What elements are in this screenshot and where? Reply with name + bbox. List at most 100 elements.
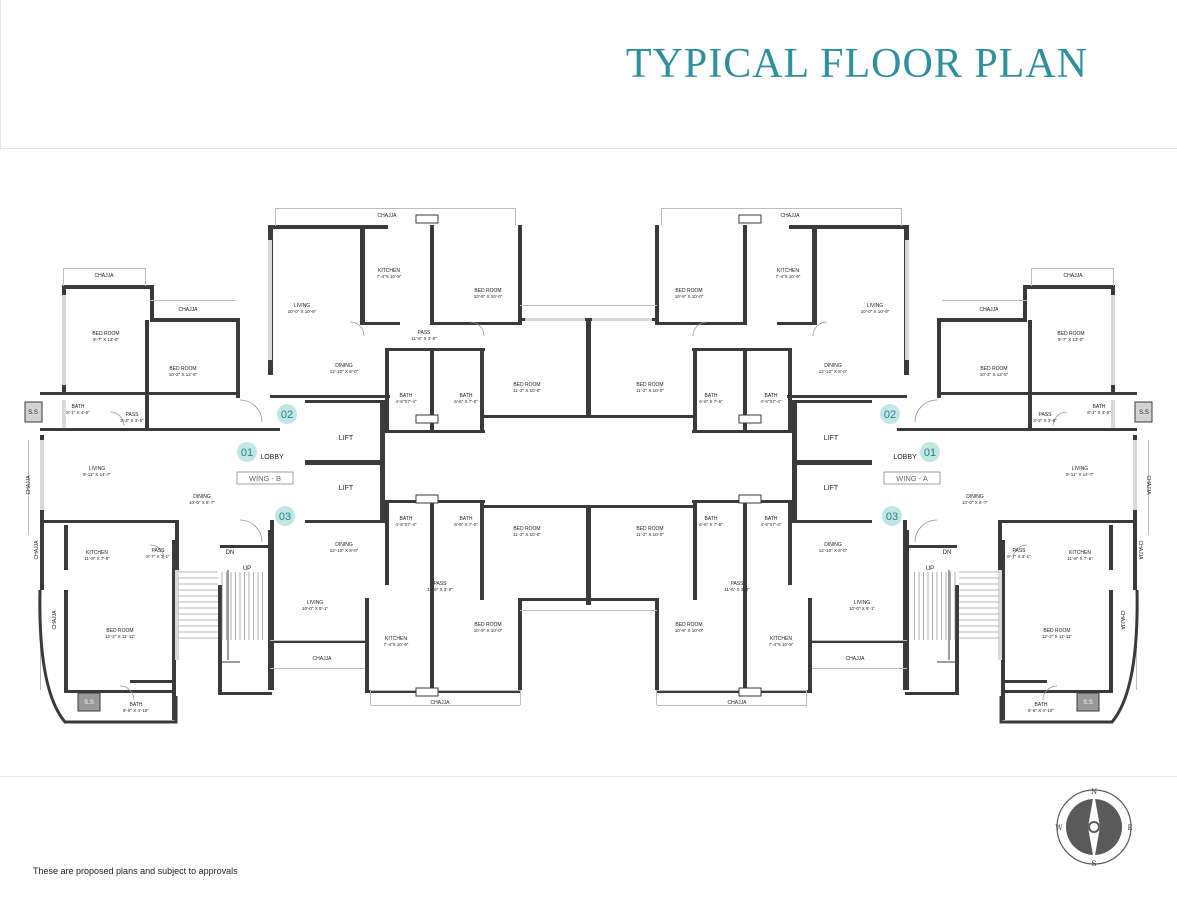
wing-b-ss-top-label: S.S [28, 410, 38, 416]
wing-b-wall [220, 692, 272, 695]
compass-n: N [1091, 788, 1097, 796]
wing-a-f3-bath1-name: BATH [765, 516, 778, 522]
wing-a-chajja-line [1113, 268, 1114, 286]
wing-a-f2-living-name: LIVING [867, 303, 884, 309]
wing-a-f3-kitchen-size: 7'-4"X 10'-9" [769, 642, 794, 647]
compass-center [1088, 821, 1100, 833]
wing-a-chajja-label-8: CHAJJA [728, 700, 748, 706]
wing-b-f3-bath1-size: 4'-6"X7'-4" [396, 522, 417, 527]
wing-b-window-band [268, 240, 272, 360]
wing-b-stair-up: UP [243, 566, 251, 572]
wing-a-f3-bath1-size: 4'-6"X7'-4" [761, 522, 782, 527]
wing-b-f2-dining-name: DINING [335, 363, 353, 369]
wing-a-chajja-line [942, 300, 1027, 301]
wing-b-f1-bed1-name: BED ROOM [92, 331, 119, 337]
wing-a-wall [792, 400, 797, 520]
wing-b-wall [270, 395, 390, 398]
wing-b-wall [385, 500, 389, 585]
wing-b-f2-dining-size: 12'-10" X 8'-0" [330, 369, 359, 374]
wing-b-wall [130, 680, 175, 683]
wing-b-chajja-line [150, 300, 235, 301]
compass-outer-ring [1056, 789, 1132, 865]
wing-b-wall [365, 598, 369, 693]
wing-b-f3-bed2-name: BED ROOM [513, 526, 540, 532]
wing-a-wall [905, 692, 957, 695]
wing-a-f3-kitchen-name: KITCHEN [770, 636, 792, 642]
wing-b-f2-pass-size: 11'-6" X 3'-0" [411, 336, 437, 341]
wing-a-wall [1002, 680, 1047, 683]
wing-b-f2-bath2-name: BATH [460, 393, 473, 399]
wing-b-f2-bed-name: BED ROOM [474, 288, 501, 294]
wing-a-wall [1025, 285, 1115, 289]
wing-a-door-swing [812, 321, 828, 337]
wing-b-f1-bed3-name: BED ROOM [106, 628, 133, 634]
wing-b-wall [40, 435, 44, 590]
wing-b-wall [430, 225, 434, 325]
wing-a-f1-living-size: 9'-11" X 14'-7" [1066, 472, 1094, 477]
wing-a-chajja-line [1032, 268, 1114, 269]
wing-a-wall [655, 225, 659, 325]
wing-a-f2-kitchen-name: KITCHEN [777, 268, 799, 274]
wing-b-chajja-line [145, 268, 146, 286]
wing-b-chajja-line [275, 208, 276, 226]
wing-b-window-band [175, 570, 179, 660]
wing-a-wall [787, 395, 907, 398]
wing-a-f2-living-size: 10'-0" X 10'-9" [861, 309, 890, 314]
wing-a-f1-living-name: LIVING [1072, 466, 1089, 472]
wing-a-wall [743, 350, 747, 432]
wing-b-chajja-label-4: CHAJJA [26, 475, 32, 495]
wing-a-f2-dining-name: DINING [824, 363, 842, 369]
wing-b-f1-bath2-size: 8'-6" X 4'-10" [123, 708, 149, 713]
wing-a-chajja-line [812, 640, 907, 641]
wing-a-chajja-line [661, 208, 662, 226]
wing-b-f2-bath2-size: 6'-6" X 7'-0" [454, 399, 478, 404]
wing-a-ss-box [1076, 692, 1100, 712]
wing-a-window-bay [738, 494, 762, 504]
wing-a-wall [792, 520, 872, 523]
wing-a-f3-pass-name: PASS [731, 581, 745, 587]
wing-b-wall [430, 322, 518, 325]
wing-b-wall [365, 690, 520, 693]
wing-a-window-band [1111, 400, 1115, 428]
wing-a-plan [586, 208, 1153, 724]
wing-a-f2-bath2-size: 6'-6" X 7'-6" [699, 399, 723, 404]
wing-a-chajja-label-1: CHAJJA [781, 213, 801, 219]
wing-b-wall [430, 598, 434, 688]
wing-a-f2-dining-size: 12'-10" X 8'-0" [819, 369, 848, 374]
wing-a-wall [586, 505, 591, 605]
wing-a-wall [586, 318, 591, 418]
wing-a-f1-bath-size: 8'-1" X 4'-5" [1087, 410, 1111, 415]
wing-a-wall [587, 415, 697, 418]
wing-a-window-band [592, 318, 652, 321]
wing-a-chajja-line [662, 208, 902, 209]
wing-b-wall [360, 225, 365, 325]
wing-a-f3-bed2-size: 11'-2" X 10'-0" [636, 532, 664, 537]
wing-b-door-swing [149, 544, 165, 560]
wing-a-door-swing [914, 519, 938, 543]
wing-b-wall [64, 690, 174, 693]
wing-b-flat-03-badge [275, 506, 295, 526]
wing-a-flat-03-badge [882, 506, 902, 526]
wing-a-flat-01-badge [920, 442, 940, 462]
wing-b-door-swing [469, 321, 485, 337]
wing-a-stair-dn: DN [943, 550, 952, 556]
bottom-divider [0, 776, 1177, 777]
wing-b-f3-bath2-size: 6'-6" X 7'-0" [454, 522, 478, 527]
wing-b-chajja-line [515, 208, 516, 226]
wing-b-wall [64, 590, 68, 690]
compass-w: W [1055, 824, 1063, 832]
wing-a-chajja-line [1148, 440, 1149, 535]
wing-a-f2-kitchen-size: 7'-4"X 10'-9" [776, 274, 801, 279]
wing-b-f2-pass-name: PASS [418, 330, 432, 336]
wing-a-wall [789, 225, 909, 229]
wing-a-wall [655, 598, 659, 690]
wing-b-f2-bath1-name: BATH [400, 393, 413, 399]
wing-a-flat-01-badge-label: 01 [924, 447, 936, 459]
wing-b-ss-box [24, 401, 43, 423]
wing-b-wall [220, 545, 270, 548]
wing-b-chajja-label-1: CHAJJA [378, 213, 398, 219]
wing-a-wall [788, 348, 792, 433]
wing-b-chajja-line [63, 268, 64, 286]
wing-a-f3-bed2-name: BED ROOM [636, 526, 663, 532]
wing-a-wall [792, 400, 872, 403]
